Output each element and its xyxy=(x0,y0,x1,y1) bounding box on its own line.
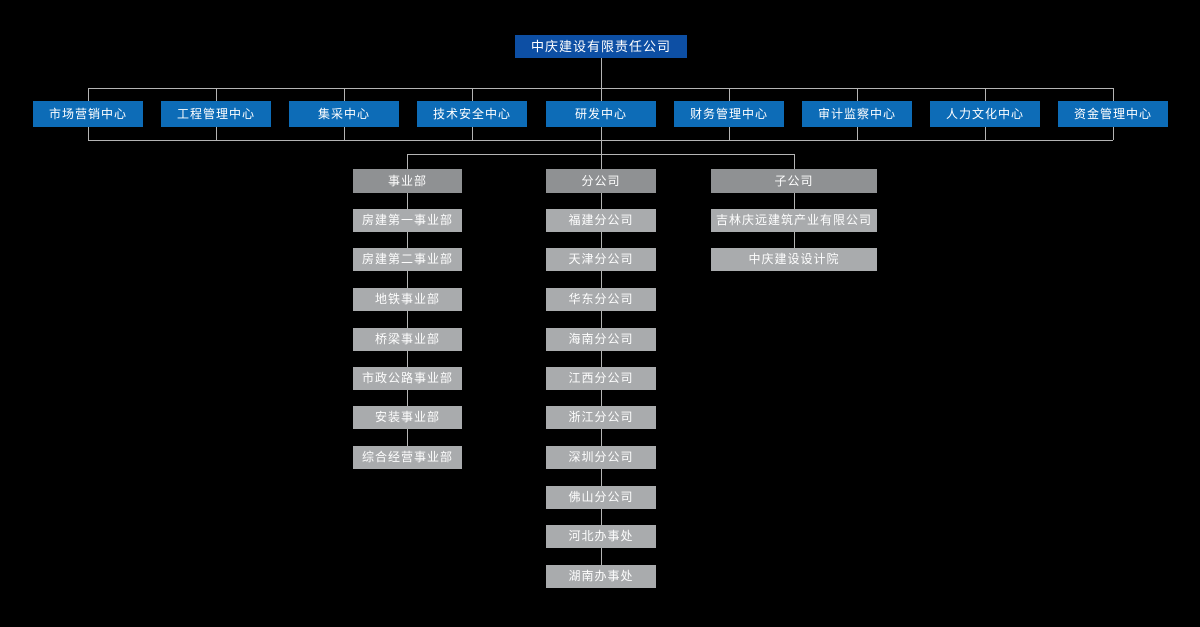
group-header: 事业部 xyxy=(353,169,462,193)
org-item: 吉林庆远建筑产业有限公司 xyxy=(711,209,877,232)
org-item: 华东分公司 xyxy=(546,288,656,311)
connector-stub xyxy=(729,88,730,101)
connector-stub xyxy=(216,88,217,101)
connector-group-bar xyxy=(407,154,794,155)
connector-stub xyxy=(88,88,89,101)
connector-stub xyxy=(985,88,986,101)
group-header: 分公司 xyxy=(546,169,656,193)
org-item: 湖南办事处 xyxy=(546,565,656,588)
connector-top-bar xyxy=(88,88,1113,89)
org-item: 安装事业部 xyxy=(353,406,462,429)
connector-stub xyxy=(344,127,345,140)
org-item: 江西分公司 xyxy=(546,367,656,390)
org-item: 天津分公司 xyxy=(546,248,656,271)
org-item: 市政公路事业部 xyxy=(353,367,462,390)
group-header: 子公司 xyxy=(711,169,877,193)
org-item: 地铁事业部 xyxy=(353,288,462,311)
connector-stub xyxy=(1113,127,1114,140)
connector-stub xyxy=(985,127,986,140)
org-item: 深圳分公司 xyxy=(546,446,656,469)
connector-stub xyxy=(1113,88,1114,101)
connector-stub xyxy=(729,127,730,140)
connector-column-spine xyxy=(407,193,408,449)
org-item: 福建分公司 xyxy=(546,209,656,232)
connector-stub xyxy=(794,154,795,169)
connector-stub xyxy=(857,88,858,101)
connector-bottom-bar xyxy=(88,140,1113,141)
org-item: 河北办事处 xyxy=(546,525,656,548)
org-item: 浙江分公司 xyxy=(546,406,656,429)
connector-stub xyxy=(344,88,345,101)
center-node: 审计监察中心 xyxy=(802,101,912,127)
center-node: 财务管理中心 xyxy=(674,101,784,127)
connector-stub xyxy=(472,88,473,101)
center-node: 技术安全中心 xyxy=(417,101,527,127)
center-node: 研发中心 xyxy=(546,101,656,127)
center-node: 集采中心 xyxy=(289,101,399,127)
connector-stub xyxy=(407,154,408,169)
connector-stub xyxy=(601,127,602,140)
connector-stub xyxy=(216,127,217,140)
connector-mid-drop xyxy=(601,140,602,154)
connector-root-drop xyxy=(601,58,602,88)
org-item: 中庆建设设计院 xyxy=(711,248,877,271)
center-node: 资金管理中心 xyxy=(1058,101,1168,127)
connector-stub xyxy=(88,127,89,140)
center-node: 工程管理中心 xyxy=(161,101,271,127)
org-item: 房建第二事业部 xyxy=(353,248,462,271)
connector-stub xyxy=(601,154,602,169)
connector-stub xyxy=(857,127,858,140)
org-item: 海南分公司 xyxy=(546,328,656,351)
connector-stub xyxy=(601,88,602,101)
org-item: 房建第一事业部 xyxy=(353,209,462,232)
org-item: 桥梁事业部 xyxy=(353,328,462,351)
center-node: 市场营销中心 xyxy=(33,101,143,127)
connector-stub xyxy=(472,127,473,140)
org-item: 综合经营事业部 xyxy=(353,446,462,469)
root-node: 中庆建设有限责任公司 xyxy=(515,35,687,58)
center-node: 人力文化中心 xyxy=(930,101,1040,127)
org-item: 佛山分公司 xyxy=(546,486,656,509)
